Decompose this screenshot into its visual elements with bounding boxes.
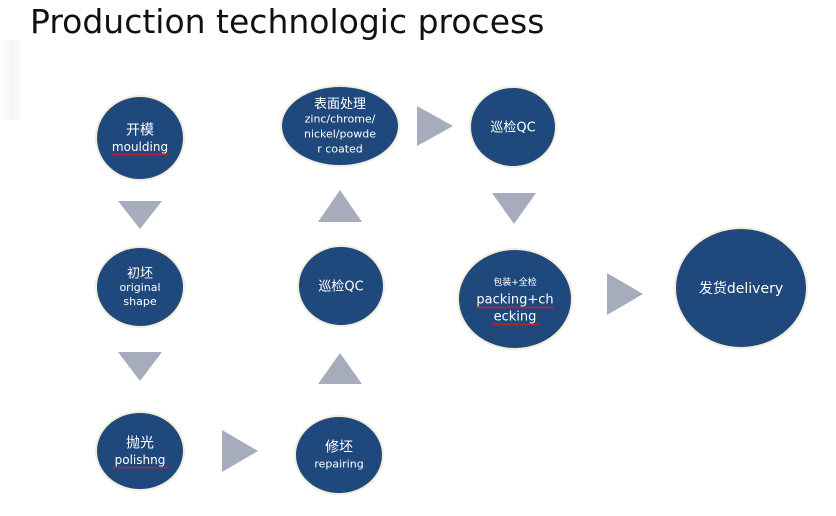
process-node-packing-checking: 包装+全检 packing+ch ecking bbox=[457, 248, 573, 350]
node-label-line: moulding bbox=[112, 140, 168, 154]
node-label-line: original bbox=[119, 281, 160, 294]
node-ellipse bbox=[95, 95, 185, 181]
spellcheck-underline bbox=[110, 466, 170, 469]
arrow-down-icon bbox=[118, 201, 162, 229]
arrow-down-icon bbox=[492, 193, 536, 224]
node-ellipse bbox=[95, 246, 185, 328]
node-ellipse bbox=[95, 411, 185, 491]
slide-edge-shadow bbox=[0, 40, 22, 120]
spellcheck-underline bbox=[110, 153, 170, 156]
node-label-line: 巡检QC bbox=[490, 121, 535, 136]
node-ellipse bbox=[469, 86, 557, 168]
process-node-delivery: 发货delivery bbox=[674, 227, 808, 349]
node-label-line: 发货delivery bbox=[699, 280, 783, 297]
node-label-line: polishng bbox=[115, 453, 166, 467]
node-label-line: r coated bbox=[317, 143, 363, 156]
node-ellipse bbox=[297, 245, 385, 327]
spellcheck-underline bbox=[491, 323, 540, 326]
process-node-repairing: 修坯 repairing bbox=[294, 415, 384, 495]
node-label-line: shape bbox=[123, 295, 156, 308]
node-label-line: 初坯 bbox=[127, 267, 153, 282]
node-ellipse bbox=[674, 227, 808, 349]
arrow-down-icon bbox=[118, 352, 162, 381]
process-node-qc-middle: 巡检QC bbox=[297, 245, 385, 327]
node-label-line: 包装+全检 bbox=[493, 276, 537, 288]
node-ellipse bbox=[457, 248, 573, 350]
node-label-line: 抛光 bbox=[126, 436, 154, 452]
spellcheck-underline bbox=[475, 306, 555, 309]
node-label-line: 表面处理 bbox=[314, 97, 366, 112]
node-label-line: repairing bbox=[314, 458, 363, 471]
process-node-qc-top: 巡检QC bbox=[469, 86, 557, 168]
node-label-line: packing+ch bbox=[476, 293, 553, 308]
node-label-line: zinc/chrome/ bbox=[305, 113, 376, 126]
node-ellipse bbox=[294, 415, 384, 495]
arrow-up-icon bbox=[318, 353, 362, 384]
node-label-line: nickel/powde bbox=[304, 128, 376, 141]
arrow-right-icon bbox=[607, 273, 643, 315]
arrow-right-icon bbox=[417, 106, 453, 146]
node-label-line: ecking bbox=[494, 310, 537, 325]
arrow-up-icon bbox=[318, 190, 362, 222]
page-title: Production technologic process bbox=[30, 2, 545, 41]
node-label-line: 修坯 bbox=[325, 440, 353, 456]
arrow-right-icon bbox=[222, 430, 258, 472]
node-ellipse bbox=[280, 85, 400, 167]
node-label-line: 巡检QC bbox=[318, 280, 363, 295]
node-label-line: 开模 bbox=[126, 123, 154, 139]
